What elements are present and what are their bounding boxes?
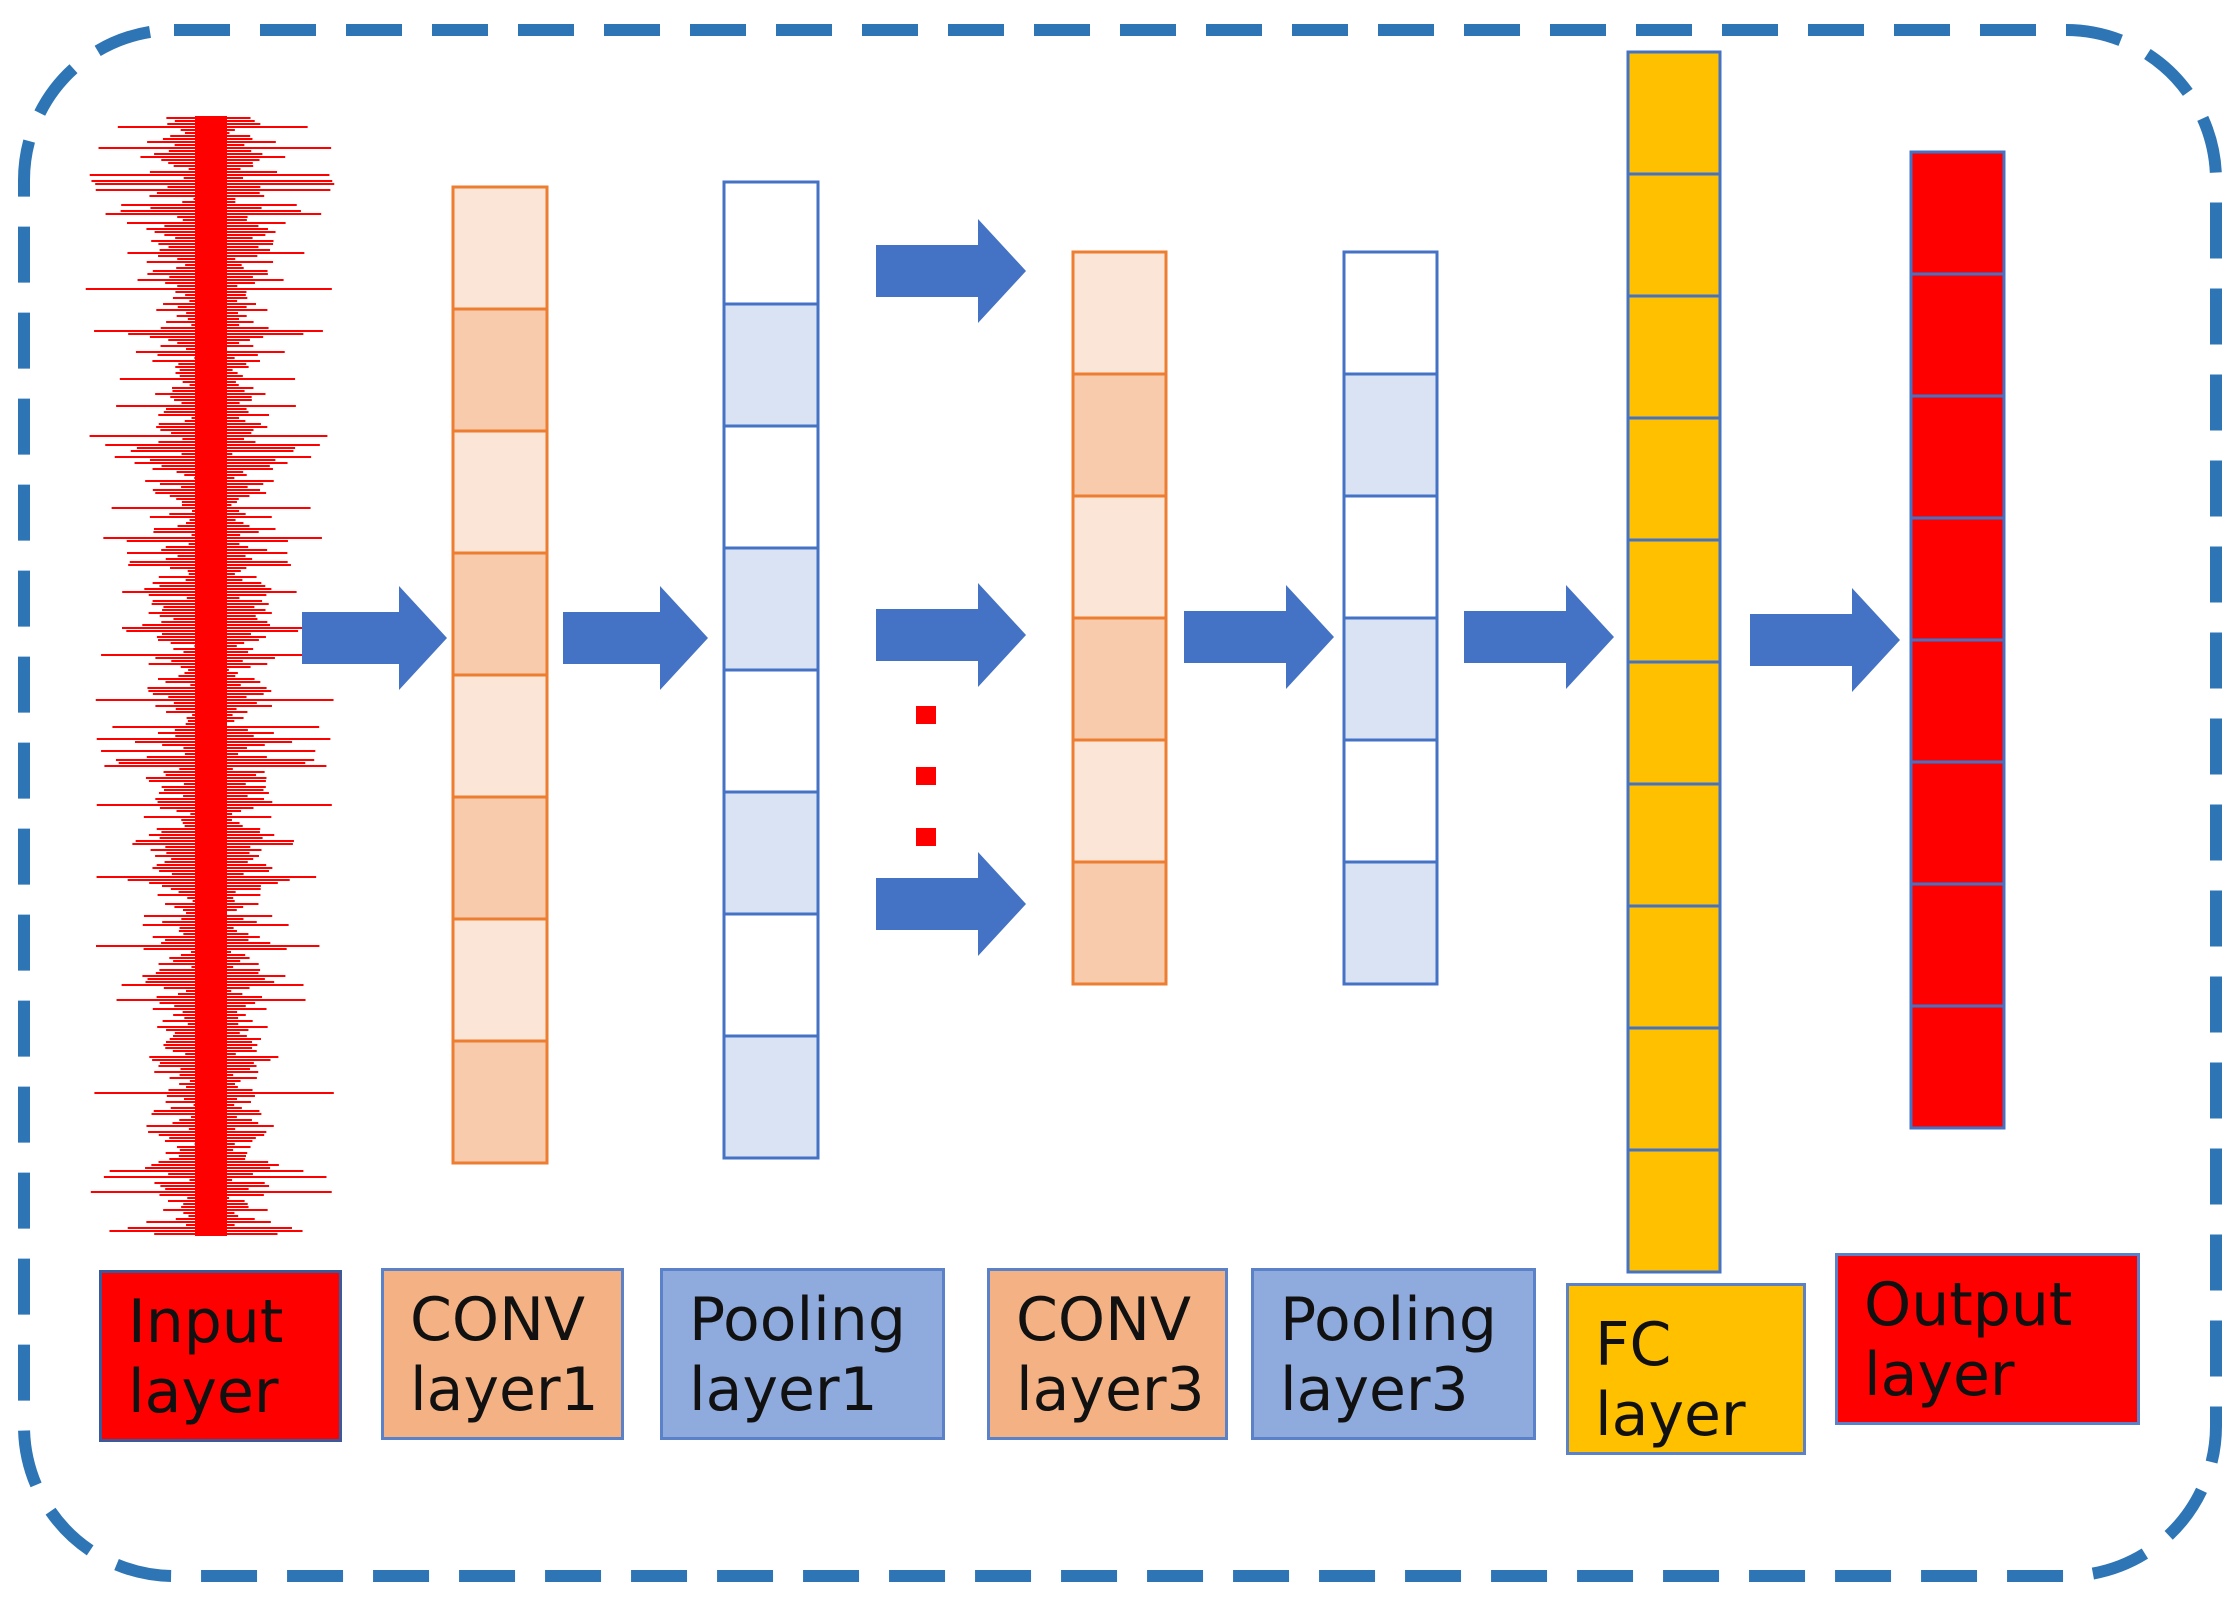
conv3-cell [1071, 494, 1168, 620]
fc-layer-label: FC layer [1566, 1283, 1806, 1455]
output-cell [1909, 150, 2006, 276]
conv-layer1-column [451, 185, 549, 1165]
conv3-cell [1071, 372, 1168, 498]
output-cell [1909, 760, 2006, 886]
pool1-cell [722, 912, 820, 1038]
conv1-cell [451, 795, 549, 921]
pool3-cell [1342, 616, 1439, 742]
conv-layer3-column [1071, 250, 1168, 986]
fc-cell [1626, 294, 1722, 420]
conv1-cell [451, 673, 549, 799]
fc-cell [1626, 660, 1722, 786]
conv3-cell [1071, 738, 1168, 864]
input-layer-label: Input layer [99, 1270, 342, 1442]
output-layer-label: Output layer [1835, 1253, 2140, 1425]
right-arrow-icon [563, 586, 708, 690]
ellipsis-dots [916, 706, 936, 846]
conv1-cell [451, 185, 549, 311]
pool1-cell [722, 1034, 820, 1160]
output-cell [1909, 272, 2006, 398]
pool3-cell [1342, 250, 1439, 376]
pool3-cell [1342, 860, 1439, 986]
right-arrow-icon [1464, 585, 1614, 689]
pool3-cell [1342, 738, 1439, 864]
output-cell [1909, 638, 2006, 764]
output-cell [1909, 1004, 2006, 1130]
pool3-cell [1342, 372, 1439, 498]
output-cell [1909, 882, 2006, 1008]
pooling-layer3-label: Pooling layer3 [1251, 1268, 1536, 1440]
conv1-cell [451, 917, 549, 1043]
fc-cell [1626, 538, 1722, 664]
fc-cell [1626, 416, 1722, 542]
conv1-cell [451, 1039, 549, 1165]
output-cell [1909, 394, 2006, 520]
fc-cell [1626, 782, 1722, 908]
output-layer-column [1909, 150, 2006, 1130]
right-arrow-icon [1184, 585, 1334, 689]
conv3-cell [1071, 860, 1168, 986]
pool1-cell [722, 546, 820, 672]
pool1-cell [722, 180, 820, 306]
fc-cell [1626, 1026, 1722, 1152]
pool1-cell [722, 668, 820, 794]
conv1-cell [451, 307, 549, 433]
conv-layer3-label: CONV layer3 [987, 1268, 1228, 1440]
fc-cell [1626, 1148, 1722, 1274]
fc-cell [1626, 50, 1722, 176]
conv1-cell [451, 429, 549, 555]
right-arrow-icon [1750, 588, 1900, 692]
dashed-frame [18, 24, 2222, 1582]
right-arrow-icon [302, 586, 447, 690]
right-arrow-icon [876, 583, 1026, 687]
pool1-cell [722, 424, 820, 550]
conv-layer1-label: CONV layer1 [381, 1268, 624, 1440]
pooling-layer1-column [722, 180, 820, 1160]
conv3-cell [1071, 616, 1168, 742]
fc-layer-column [1626, 50, 1722, 1274]
pooling-layer3-column [1342, 250, 1439, 986]
pool3-cell [1342, 494, 1439, 620]
conv3-cell [1071, 250, 1168, 376]
input-signal-waveform [85, 116, 335, 1236]
fc-cell [1626, 904, 1722, 1030]
pool1-cell [722, 790, 820, 916]
right-arrow-icon [876, 219, 1026, 323]
pooling-layer1-label: Pooling layer1 [660, 1268, 945, 1440]
pool1-cell [722, 302, 820, 428]
conv1-cell [451, 551, 549, 677]
fc-cell [1626, 172, 1722, 298]
output-cell [1909, 516, 2006, 642]
right-arrow-icon [876, 852, 1026, 956]
